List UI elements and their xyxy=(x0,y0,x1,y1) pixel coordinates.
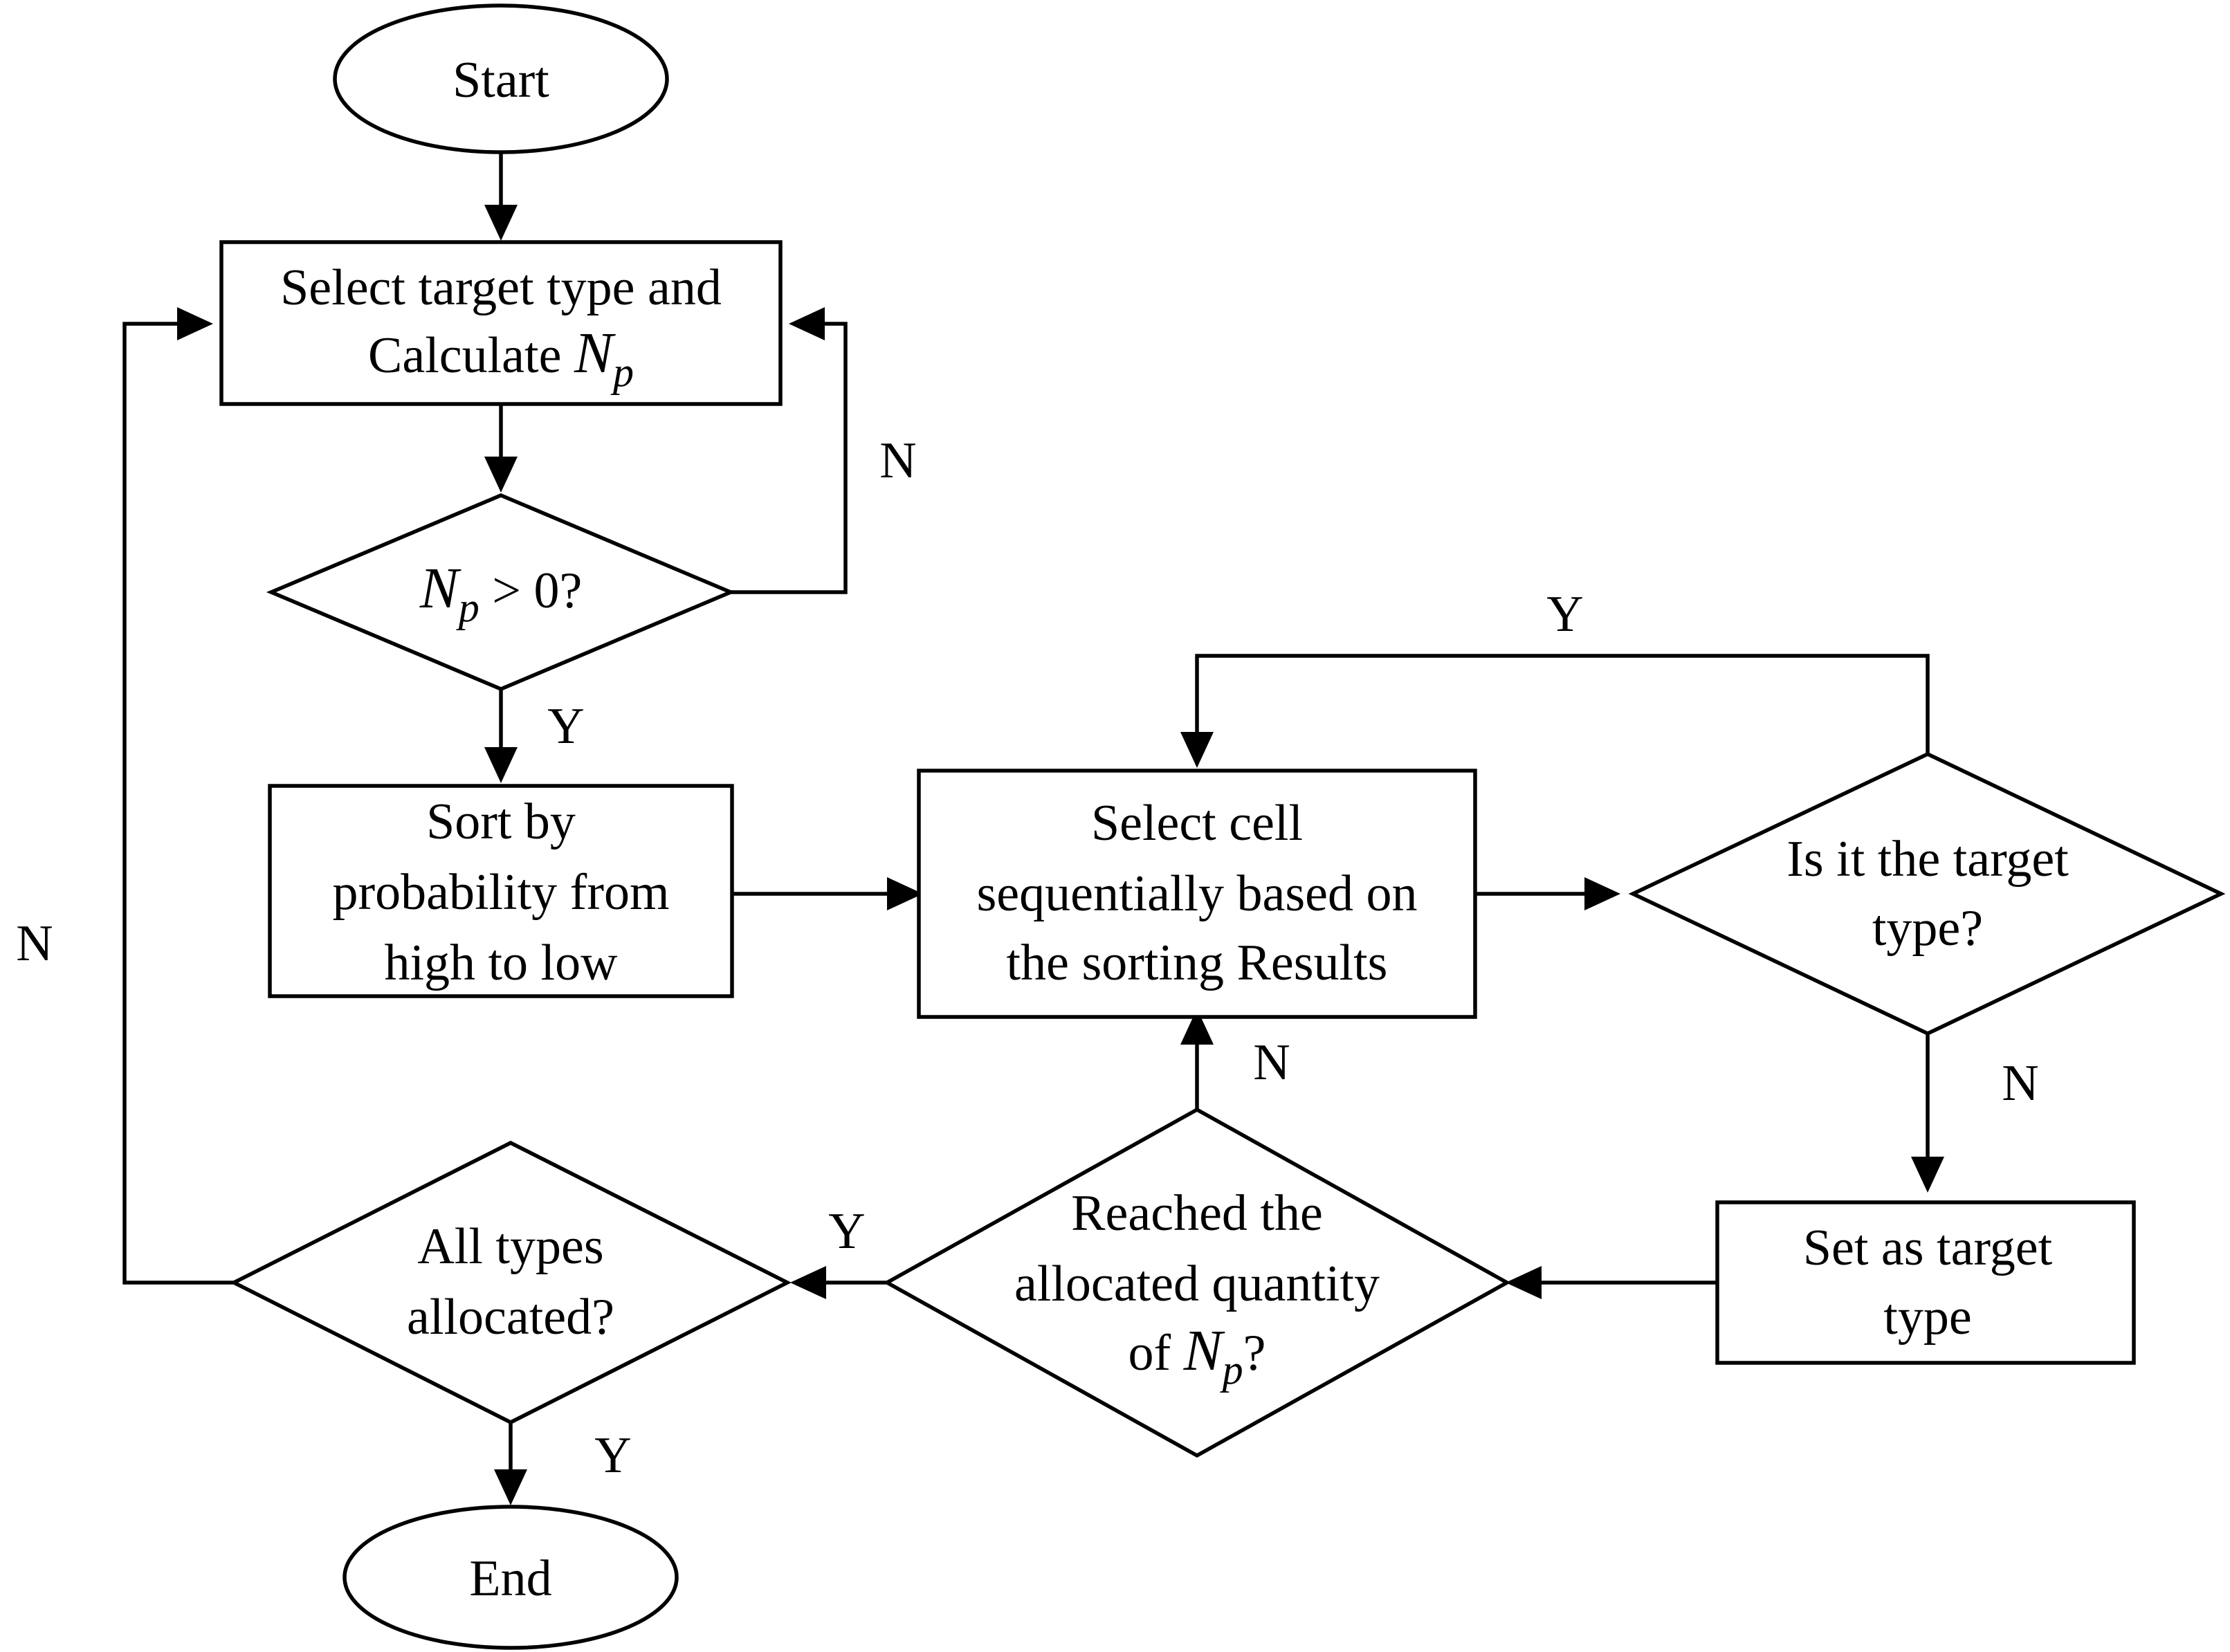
node-set-target-line2: type xyxy=(1883,1289,1971,1346)
node-reached: Reached the allocated quantity of Np? xyxy=(883,1107,1511,1458)
node-start: Start xyxy=(333,3,669,154)
arrowhead-right xyxy=(1584,877,1620,910)
node-sort-line3: high to low xyxy=(384,935,618,991)
node-reached-line2: allocated quantity xyxy=(1014,1256,1380,1312)
edge-labels: N Y Y N N Y N Y xyxy=(16,432,2038,1484)
arrowheads xyxy=(177,205,1944,1505)
edge-label-np-no: N xyxy=(879,432,916,489)
arrowhead-right xyxy=(177,307,213,340)
terminal-shape xyxy=(342,1505,679,1650)
node-select-target-line2: Calculate Np xyxy=(368,321,634,395)
node-select-cell: Select cell sequentially based on the so… xyxy=(917,769,1477,1019)
node-select-cell-line1: Select cell xyxy=(1091,795,1303,852)
node-is-target: Is it the target type? xyxy=(1628,751,2226,1036)
arrowhead-left xyxy=(789,307,825,340)
process-shape xyxy=(1715,1200,2136,1365)
node-set-target-line1: Set as target xyxy=(1803,1220,2053,1276)
node-all-types: All types allocated? xyxy=(229,1140,792,1425)
arrowhead-down xyxy=(484,457,518,493)
node-np-check: Np > 0? xyxy=(266,493,736,691)
decision-shape xyxy=(1628,751,2226,1036)
edge-label-is-target-yes: Y xyxy=(1546,586,1583,643)
arrowhead-down xyxy=(494,1469,527,1505)
node-set-target: Set as target type xyxy=(1715,1200,2136,1365)
arrowhead-down xyxy=(1180,732,1214,768)
decision-shape xyxy=(266,493,736,691)
arrowhead-down xyxy=(484,205,518,241)
process-shape xyxy=(219,240,783,406)
edge-label-reached-yes: Y xyxy=(828,1203,865,1260)
process-shape xyxy=(917,769,1477,1019)
node-end: End xyxy=(342,1505,679,1650)
node-sort-line2: probability from xyxy=(332,864,669,921)
node-is-target-line1: Is it the target xyxy=(1786,831,2069,888)
edge-label-is-target-no: N xyxy=(2002,1055,2038,1112)
arrowhead-down xyxy=(1911,1157,1944,1193)
node-all-types-line1: All types xyxy=(417,1218,603,1275)
decision-shape xyxy=(229,1140,792,1425)
node-select-cell-line2: sequentially based on xyxy=(976,865,1417,922)
arrowhead-left xyxy=(1506,1266,1542,1299)
edge-np-check-no-loop xyxy=(731,322,848,594)
node-np-check-label: Np > 0? xyxy=(419,556,583,630)
connectors xyxy=(122,154,1930,1469)
node-start-label: Start xyxy=(453,52,549,109)
edge-is-target-yes-loop xyxy=(1195,654,1930,754)
node-reached-line1: Reached the xyxy=(1071,1185,1323,1242)
node-select-target: Select target type and Calculate Np xyxy=(219,240,783,406)
node-sort-line1: Sort by xyxy=(426,793,576,850)
edge-label-all-types-no: N xyxy=(16,915,53,972)
arrowhead-down xyxy=(484,747,518,783)
decision-shape xyxy=(883,1107,1511,1458)
arrowhead-right xyxy=(887,877,923,910)
node-sort: Sort by probability from high to low xyxy=(268,784,734,998)
node-select-cell-line3: the sorting Results xyxy=(1007,935,1388,991)
node-is-target-line2: type? xyxy=(1872,900,1983,957)
arrowhead-left xyxy=(790,1266,826,1299)
process-shape xyxy=(268,784,734,998)
arrowhead-up xyxy=(1180,1009,1214,1045)
edge-label-np-yes: Y xyxy=(547,698,584,755)
node-select-target-line1: Select target type and xyxy=(280,259,722,316)
edge-all-types-no-loop xyxy=(122,322,234,1285)
edge-label-all-types-yes: Y xyxy=(594,1427,631,1484)
node-end-label: End xyxy=(469,1550,551,1607)
terminal-shape xyxy=(333,3,669,154)
node-all-types-line2: allocated? xyxy=(407,1289,614,1346)
node-reached-line3: of Np? xyxy=(1128,1319,1265,1393)
edge-label-reached-no: N xyxy=(1253,1034,1290,1091)
